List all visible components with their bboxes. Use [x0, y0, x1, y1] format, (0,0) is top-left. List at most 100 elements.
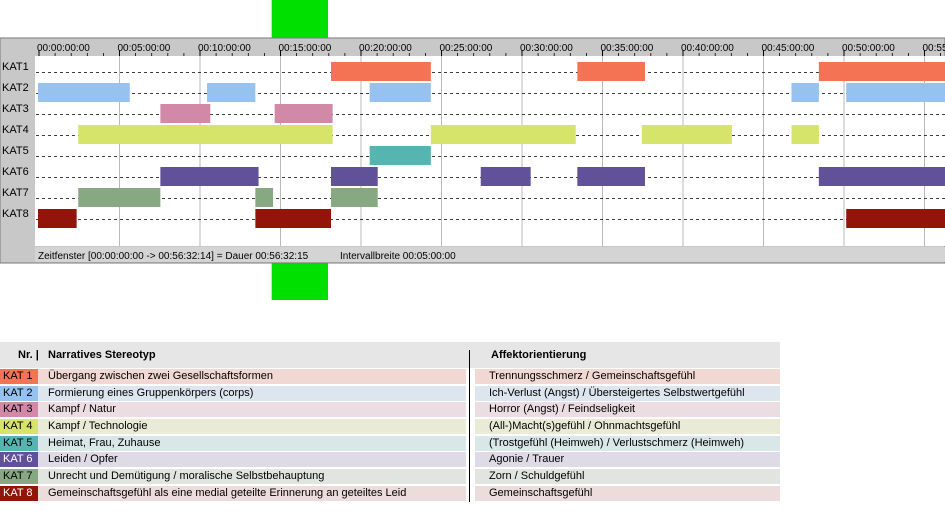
legend-swatch: KAT 5 [0, 435, 38, 451]
segment-bar [846, 83, 945, 102]
tick-label: 00:50:00:00 [842, 43, 895, 54]
legend-row-bg [0, 469, 466, 485]
category-label: KAT5 [2, 145, 29, 157]
segment-bar [430, 125, 576, 144]
segment-bar [274, 104, 333, 123]
legend-row-bg [475, 369, 780, 384]
legend-swatch: KAT 8 [0, 485, 38, 501]
legend-swatch: KAT 3 [0, 402, 38, 418]
legend-stereotype: Formierung eines Gruppenkörpers (corps) [48, 386, 254, 399]
segment-bar [818, 62, 945, 81]
legend-affect: Horror (Angst) / Feindseligkeit [489, 403, 636, 416]
legend-row-bg [475, 419, 780, 435]
legend-header-nr: Nr. | [18, 349, 39, 361]
legend-row: KAT 4 Kampf / Technologie (All-)Macht(s)ge… [0, 418, 780, 435]
tick-layer: 00:00:00:00 00:05:00:00 00:10:00:00 00:15:0… [37, 43, 945, 56]
segment-bar [331, 62, 431, 81]
tick-label: 00:40:00:00 [681, 43, 734, 54]
legend-affect: (Trostgefühl (Heimweh) / Verlustschmerz … [489, 436, 745, 449]
legend-swatch: KAT 1 [0, 369, 38, 384]
legend-affect: Gemeinschaftsgefühl [489, 486, 593, 499]
legend-affect: Agonie / Trauer [489, 453, 565, 466]
legend-header-stereotype: Narratives Stereotyp [48, 349, 156, 361]
segment-bar [78, 188, 161, 207]
segment-bar [791, 125, 819, 144]
legend-stereotype: Kampf / Technologie [48, 420, 148, 433]
segment-bar [480, 167, 531, 186]
tick-label: 00:10:00:00 [198, 43, 251, 54]
legend-row-bg [475, 452, 780, 468]
segment-bar [207, 83, 256, 102]
highlight-layer [271, 0, 329, 300]
tick-label: 00:25:00:00 [440, 43, 493, 54]
segment-bar [38, 209, 77, 228]
legend-stereotype: Unrecht und Demütigung / moralische Selb… [48, 470, 325, 483]
tick-label: 00:35:00:00 [601, 43, 654, 54]
legend-row-bg [475, 485, 780, 501]
legend-swatch: KAT 4 [0, 419, 38, 435]
category-label: KAT1 [2, 61, 29, 73]
legend-row-bg [475, 402, 780, 418]
legend-affect: Zorn / Schuldgefühl [489, 470, 585, 483]
segment-bar [255, 209, 332, 228]
legend-row-bg [0, 419, 466, 435]
legend-row-bg [0, 369, 466, 384]
legend-swatch: KAT 7 [0, 469, 38, 485]
legend-stereotype: Übergang zwischen zwei Gesellschaftsform… [48, 370, 273, 382]
segment-bar [577, 62, 645, 81]
legend-header-affect: Affektorientierung [491, 349, 587, 361]
legend-row-bg [475, 469, 780, 485]
legend-row: KAT 6 Leiden / Opfer Agonie / Trauer [0, 451, 780, 468]
legend-stereotype: Heimat, Frau, Zuhause [48, 436, 161, 449]
segment-bar [846, 209, 945, 228]
legend-table: Nr. | Narratives Stereotyp Affektorienti… [0, 342, 780, 502]
segment-bar [160, 104, 211, 123]
timeline-chart: 00:00:00:00 00:05:00:00 00:10:00:00 00:15:0… [0, 0, 945, 300]
segment-bar [641, 125, 732, 144]
legend-row-bg [0, 485, 466, 501]
legend-stereotype: Gemeinschaftsgefühl als eine medial gete… [48, 486, 407, 499]
tick-label: 00:30:00:00 [520, 43, 573, 54]
segment-bar [369, 146, 431, 165]
legend-affect: Trennungsschmerz / Gemeinschaftsgefühl [489, 370, 696, 382]
category-label: KAT7 [2, 187, 29, 199]
status-interval: Intervallbreite 00:05:00:00 [340, 251, 456, 262]
segment-bar [369, 83, 431, 102]
legend-affect: Ich-Verlust (Angst) / Übersteigertes Sel… [489, 386, 745, 399]
segment-bar [78, 125, 333, 144]
legend-swatch: KAT 2 [0, 385, 38, 401]
legend-affect: (All-)Macht(s)gefühl / Ohnmachtsgefühl [489, 420, 681, 433]
legend-divider [469, 350, 470, 502]
tick-label: 00:05:00:00 [118, 43, 171, 54]
category-label: KAT4 [2, 124, 29, 136]
highlight-top [271, 0, 329, 38]
segment-bar [818, 167, 945, 186]
legend-row-bg [0, 385, 466, 401]
category-label: KAT6 [2, 166, 29, 178]
segment-bar [331, 188, 378, 207]
category-label: KAT2 [2, 82, 29, 94]
legend-stereotype: Leiden / Opfer [48, 453, 118, 466]
legend-header: Nr. | Narratives Stereotyp Affektorienti… [0, 342, 780, 368]
segment-bar [160, 167, 259, 186]
tick-label: 00:00:00:00 [37, 43, 90, 54]
legend-row: KAT 5 Heimat, Frau, Zuhause (Trostgefühl (… [0, 435, 780, 452]
legend-row: KAT 2 Formierung eines Gruppenkörpers (co… [0, 385, 780, 402]
segment-bar [577, 167, 645, 186]
tick-label: 00:55 [923, 43, 945, 54]
segment-bar [38, 83, 130, 102]
legend-row: KAT 8 Gemeinschaftsgefühl als eine medial… [0, 485, 780, 502]
legend-row-bg [0, 402, 466, 418]
status-window: Zeitfenster [00:00:00:00 -> 00:56:32:14]… [38, 251, 309, 262]
category-label: KAT8 [2, 208, 29, 220]
segment-bar [331, 167, 378, 186]
tick-label: 00:20:00:00 [359, 43, 412, 54]
legend-row-bg [0, 452, 466, 468]
segment-bar [255, 188, 274, 207]
tick-label: 00:15:00:00 [279, 43, 332, 54]
legend-swatch: KAT 6 [0, 452, 38, 468]
status-bar [35, 247, 945, 262]
legend-rows: KAT 1 Übergang zwischen zwei Gesellschaft… [0, 368, 780, 502]
